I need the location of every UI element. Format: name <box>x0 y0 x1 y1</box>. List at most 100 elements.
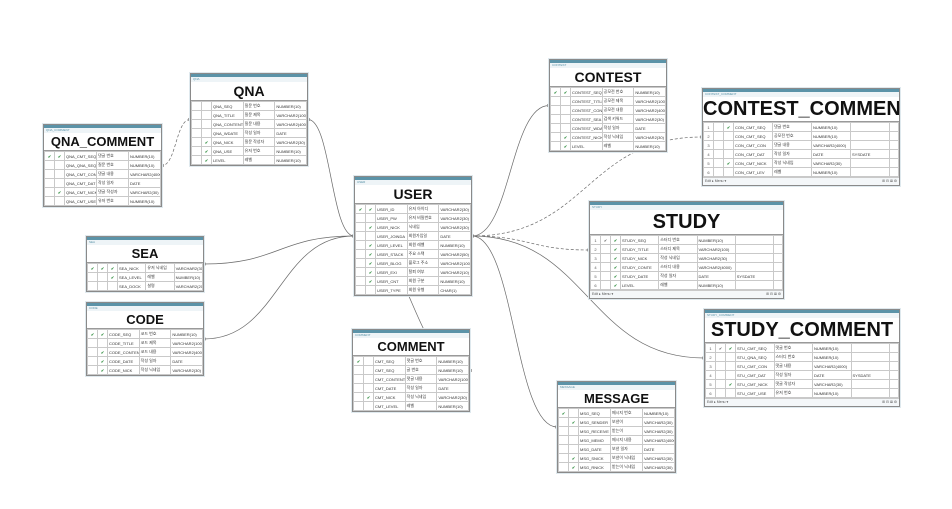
footer-toolbar-icons[interactable]: ⊞ ⊟ ⊠ ⚙ <box>882 400 897 404</box>
footer-menu[interactable]: Edit ▸ Menu ▾ <box>705 179 727 183</box>
column-cell: VARCHAR2(30) <box>811 158 851 168</box>
check-icon: ✔ <box>107 272 118 282</box>
column-cell: STU_CMT_CON <box>735 361 775 371</box>
column-cell: 3 <box>705 361 716 371</box>
footer-menu[interactable]: Edit ▸ Menu ▾ <box>707 400 729 404</box>
table-footer[interactable]: Edit ▸ Menu ▾ ⊞ ⊟ ⊠ ⚙ <box>590 290 783 298</box>
footer-toolbar-icons[interactable]: ⊞ ⊟ ⊠ ⚙ <box>882 179 897 183</box>
table-footer[interactable]: Edit ▸ Menu ▾ ⊞ ⊟ ⊠ ⚙ <box>705 398 899 406</box>
column-cell: 작성 일자 <box>772 149 812 159</box>
column-cell: 4 <box>705 370 716 380</box>
check-icon <box>353 392 364 402</box>
column-cell: DATE <box>642 444 675 454</box>
table-footer[interactable]: Edit ▸ Menu ▾ ⊞ ⊟ ⊠ ⚙ <box>703 177 899 185</box>
footer-menu[interactable]: Edit ▸ Menu ▾ <box>592 292 614 296</box>
column-cell: ✔ <box>715 343 726 353</box>
footer-toolbar-icons[interactable]: ⊞ ⊟ ⊠ ⚙ <box>766 292 781 296</box>
